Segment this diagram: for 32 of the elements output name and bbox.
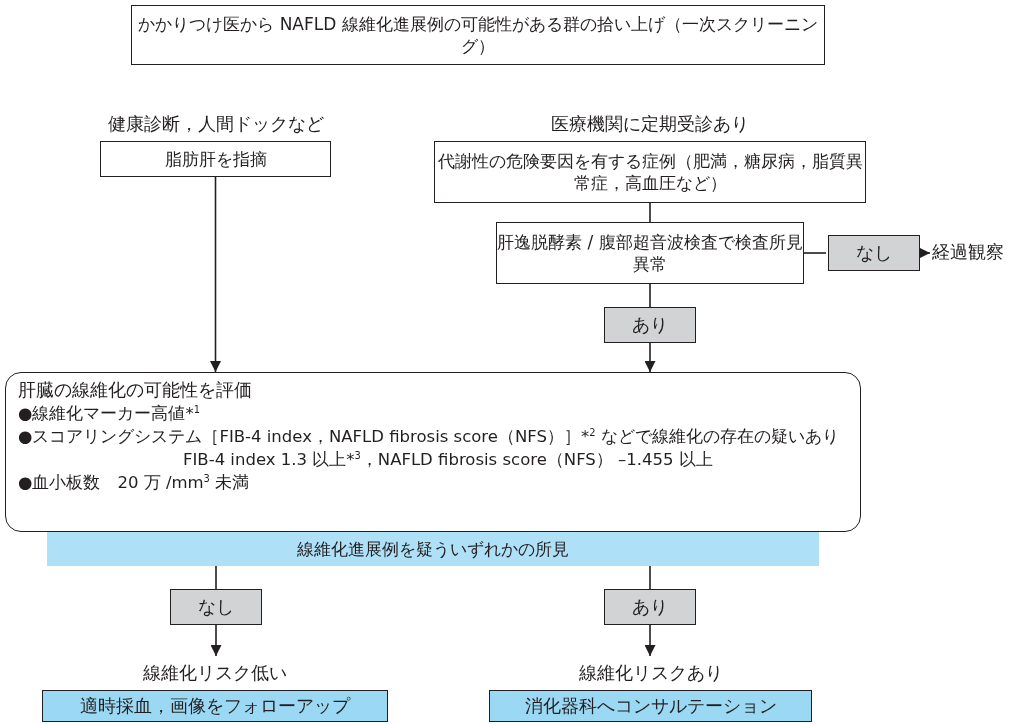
- process-box: 代謝性の危険要因を有する症例（肥満，糖尿病，脂質異常症，高血圧など）: [434, 141, 866, 203]
- column-heading: 線維化リスクあり: [577, 661, 724, 685]
- connector-line: [803, 252, 827, 254]
- finding-band: 線維化進展例を疑ういずれかの所見: [47, 532, 819, 566]
- decision-label-box: あり: [604, 589, 696, 625]
- bullet-text: ●血小板数 20 万 /mm$^{3}$ 未満: [18, 472, 251, 494]
- evaluation-panel: [5, 372, 861, 532]
- process-box: 消化器科へコンサルテーション: [489, 690, 812, 722]
- panel-heading: 肝臓の線維化の可能性を評価: [18, 379, 253, 402]
- decision-label-box: なし: [828, 235, 920, 271]
- process-box: 適時採血，画像をフォローアップ: [42, 690, 388, 722]
- process-box: 脂肪肝を指摘: [100, 141, 331, 177]
- arrow: [210, 176, 221, 373]
- connector-line: [649, 283, 651, 308]
- bullet-text: ●スコアリングシステム［FIB-4 index，NAFLD fibrosis score（NFS）］*$^{2}$ などで線維化の存在の疑いあり: [18, 426, 840, 448]
- column-heading: 線維化リスク低い: [142, 661, 288, 685]
- connector-line: [215, 565, 217, 590]
- decision-label-box: あり: [604, 307, 696, 343]
- outcome-text: 経過観察: [932, 240, 1005, 264]
- decision-label-box: なし: [170, 589, 262, 625]
- bullet-text: ●線維化マーカー高値*$^{1}$: [18, 403, 201, 425]
- column-heading: 健康診断，人間ドックなど: [106, 112, 325, 136]
- connector-line: [649, 565, 651, 590]
- arrow: [919, 247, 931, 259]
- process-box: 肝逸脱酵素 / 腹部超音波検査で検査所見異常: [496, 222, 804, 284]
- arrow: [644, 342, 656, 373]
- arrow: [644, 624, 656, 657]
- column-heading: 医療機関に定期受診あり: [550, 112, 750, 136]
- arrow: [210, 624, 222, 657]
- criteria-text: FIB-4 index 1.3 以上*$^{3}$，NAFLD fibrosis score（NFS） –1.455 以上: [182, 449, 714, 471]
- connector-line: [649, 202, 651, 223]
- process-box: かかりつけ医から NAFLD 線維化進展例の可能性がある群の拾い上げ（一次スクリーニング）: [131, 5, 825, 65]
